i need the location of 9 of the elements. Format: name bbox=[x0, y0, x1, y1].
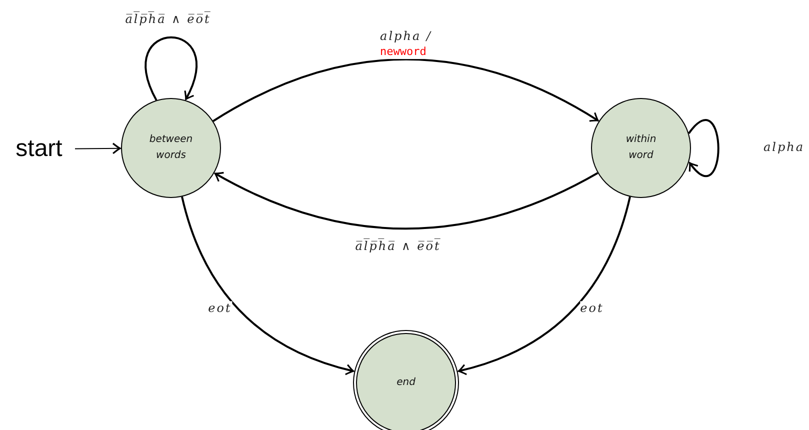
edge-label: a̅l̅p̅h̅a̅ ∧ e̅o̅t̅ bbox=[125, 12, 211, 28]
start-label: start bbox=[16, 135, 62, 163]
edge-label: alpha bbox=[763, 140, 805, 156]
edge-label: alpha / newword bbox=[380, 29, 432, 59]
accept-state-circle bbox=[356, 333, 456, 430]
state-name: end bbox=[396, 376, 416, 390]
state-name: between words bbox=[148, 133, 194, 163]
edge-label: a̅l̅p̅h̅a̅ ∧ e̅o̅t̅ bbox=[355, 239, 441, 255]
state-name: within word bbox=[624, 133, 658, 163]
